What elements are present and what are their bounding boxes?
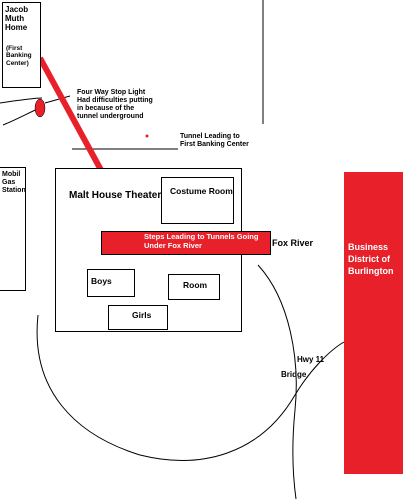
road-diagonal-left [2, 107, 41, 126]
road-top-right [44, 95, 71, 104]
mobil-gas-station-label: Mobil Gas Station [2, 171, 26, 195]
malt-house-theater-label: Malt House Theater [69, 190, 162, 201]
tunnel-note: Tunnel Leading to First Banking Center [180, 133, 249, 149]
girls-room-box [108, 305, 168, 330]
room-label: Room [183, 280, 208, 290]
hwy-line [230, 347, 345, 387]
bridge-label: Bridge [281, 370, 307, 379]
business-district-block [344, 172, 403, 474]
fox-river-right [257, 264, 297, 499]
business-district-label: Business District of Burlington [348, 242, 394, 277]
first-banking-center-label: (First Banking Center) [6, 45, 32, 67]
jacob-muth-home-box [2, 2, 41, 88]
fox-river-label: Fox River [272, 238, 314, 248]
tunnel-dot [145, 134, 149, 138]
boys-room-box [87, 269, 135, 297]
girls-label: Girls [132, 310, 152, 320]
tunnel-band [101, 231, 271, 255]
costume-room-box [161, 177, 234, 224]
road-lower-curve [36, 314, 345, 461]
mobil-gas-station-box [0, 167, 26, 291]
hwy-11-label: Hwy 11 [297, 355, 325, 364]
stop-light-oval [34, 98, 46, 118]
steps-note: Steps Leading to Tunnels Going Under Fox… [144, 232, 259, 250]
road-left-curve [0, 97, 43, 104]
jacob-muth-home-label: Jacob Muth Home [5, 5, 29, 33]
stop-light-note: Four Way Stop Light Had difficulties put… [77, 89, 153, 121]
costume-room-label: Costume Room [170, 186, 233, 196]
boys-label: Boys [91, 276, 112, 286]
room-box [168, 274, 220, 300]
